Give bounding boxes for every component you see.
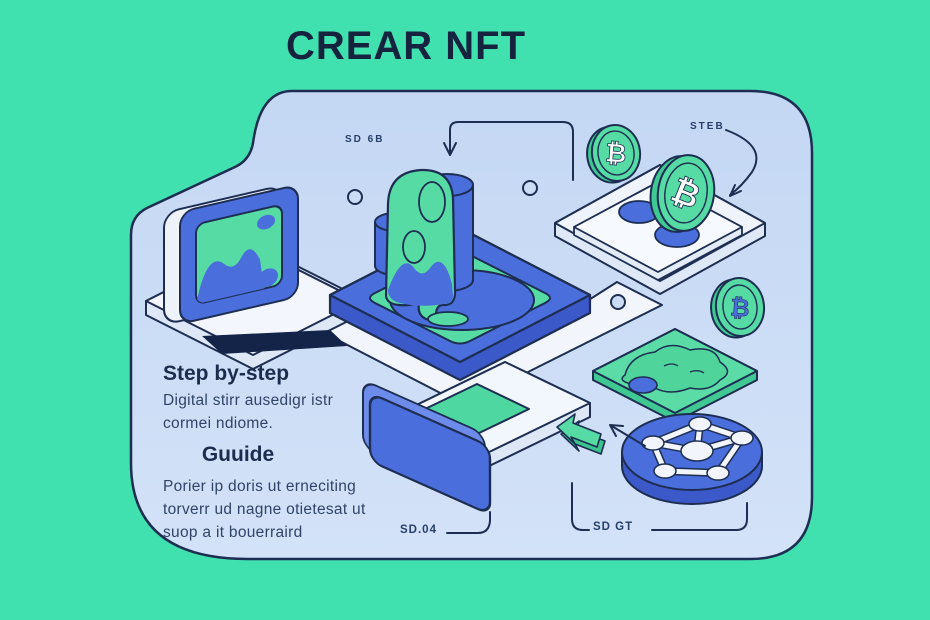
bracket-line (571, 482, 590, 531)
blue-panel (362, 383, 492, 512)
frame-shadow (202, 330, 347, 354)
bracket-line (446, 511, 491, 534)
arrow-up-left-icon (609, 424, 646, 447)
green-art-card (592, 328, 758, 423)
arrow-down-icon (443, 121, 574, 181)
page-title: CREAR NFT (285, 24, 527, 68)
dot-decoration (347, 189, 363, 205)
melting-nft-sculpture (374, 168, 474, 327)
label-sdgt: SD GT (593, 521, 634, 533)
label-steb: STEB (690, 121, 725, 132)
svg-text:₿: ₿ (729, 293, 750, 322)
svg-text:₿: ₿ (604, 138, 627, 169)
guide-text-line: Porier ip doris ut erneciting (163, 478, 357, 495)
dot-decoration (522, 180, 538, 196)
bitcoin-coin-icon: ₿ (649, 154, 716, 233)
label-sd04: SD.04 (400, 524, 437, 536)
dot-decoration (610, 294, 626, 310)
network-disc-icon (621, 413, 763, 505)
bitcoin-coin-icon: ₿ (710, 277, 766, 339)
guide-heading: Guuide (201, 443, 275, 466)
step-text-line: Digital stirr ausedigr istr (163, 392, 334, 409)
artwork-frame-icon (163, 186, 299, 323)
guide-text-line: suop a it bouerraird (163, 524, 303, 541)
step-heading: Step by-step (163, 362, 290, 385)
bitcoin-coin-icon: ₿ (586, 124, 642, 184)
step-text-line: cormei ndiome. (163, 415, 274, 432)
guide-text-line: torverr ud nagne otietesat ut (163, 501, 366, 518)
bracket-line (651, 502, 748, 531)
curved-arrow-icon (725, 129, 758, 197)
label-sd6b: SD 6B (345, 134, 385, 145)
insert-arrow-icon (556, 413, 606, 455)
